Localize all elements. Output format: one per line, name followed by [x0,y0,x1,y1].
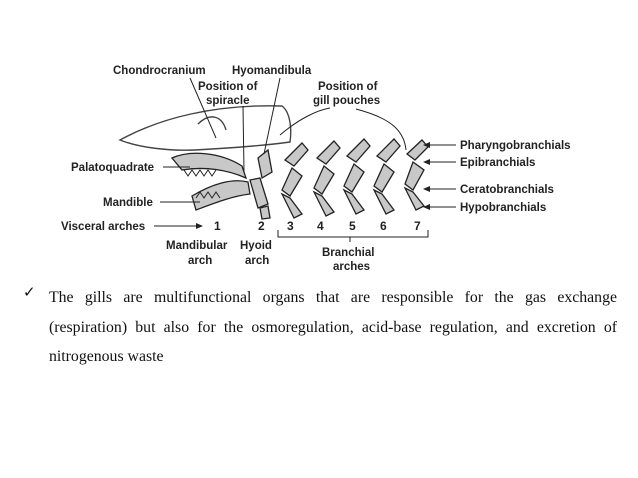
branchial-arches-label-line1: Branchial [322,247,374,259]
hyoid-arch-label-line2: arch [245,255,269,267]
ceratobranchials-arrowhead [423,186,430,192]
bullet-point: ✓ The gills are multifunctional organs t… [23,283,617,372]
arch-number-3: 3 [287,219,294,233]
branchial-arch-3 [280,142,309,219]
arch-number-6: 6 [380,219,387,233]
chondrocranium-label: Chondrocranium [113,65,206,77]
arch-number-1: 1 [214,219,221,233]
gill-pouches-label-line2: gill pouches [313,95,380,107]
palatoquadrate-label: Palatoquadrate [71,162,154,174]
arch-number-2: 2 [258,219,265,233]
pharyngobranchials-arrowhead [423,142,430,148]
visceral-arches-arrowhead [196,223,203,229]
mandibular-arch-label-line2: arch [188,255,212,267]
mandible-cartilage [191,180,251,211]
hypobranchials-label: Hypobranchials [460,202,546,214]
epibranchials-arrowhead [423,159,430,165]
visceral-arches-label: Visceral arches [61,221,145,233]
branchial-arches-label-line2: arches [333,261,370,273]
teeth [183,169,221,199]
hyoid-arch-label-line1: Hyoid [240,240,272,252]
pharyngobranchials-label: Pharyngobranchials [460,140,571,152]
gill-pouches-label-line1: Position of [318,81,378,93]
branchial-arch-5 [342,138,371,215]
spiracle-label-line2: spiracle [206,95,249,107]
branchial-arch-4 [312,140,341,217]
leader-lines [154,77,456,242]
palatoquadrate-cartilage [170,152,248,180]
visceral-arches-diagram: Chondrocranium Hyomandibula Position of … [61,65,571,273]
branchial-arch-6 [372,138,401,215]
arch-number-5: 5 [349,219,356,233]
hyomandibula-label: Hyomandibula [232,65,312,77]
branchial-arch-7 [403,139,429,211]
checkmark-icon: ✓ [23,283,36,301]
epibranchials-label: Epibranchials [460,157,535,169]
mandible-label: Mandible [103,197,153,209]
cranium-inner-curve [197,116,227,131]
spiracle-label-line1: Position of [198,81,258,93]
mandibular-arch-label-line1: Mandibular [166,240,228,252]
hyomandibula-cartilage [257,148,273,180]
basihyal-cartilage [259,205,271,220]
cranium-outline [118,105,292,151]
hypobranchials-arrowhead [423,204,430,210]
bullet-text: The gills are multifunctional organs tha… [49,289,617,365]
arch-number-4: 4 [317,219,324,233]
arch-number-7: 7 [414,219,421,233]
ceratobranchials-label: Ceratobranchials [460,184,554,196]
ceratohyal-cartilage [249,177,269,209]
